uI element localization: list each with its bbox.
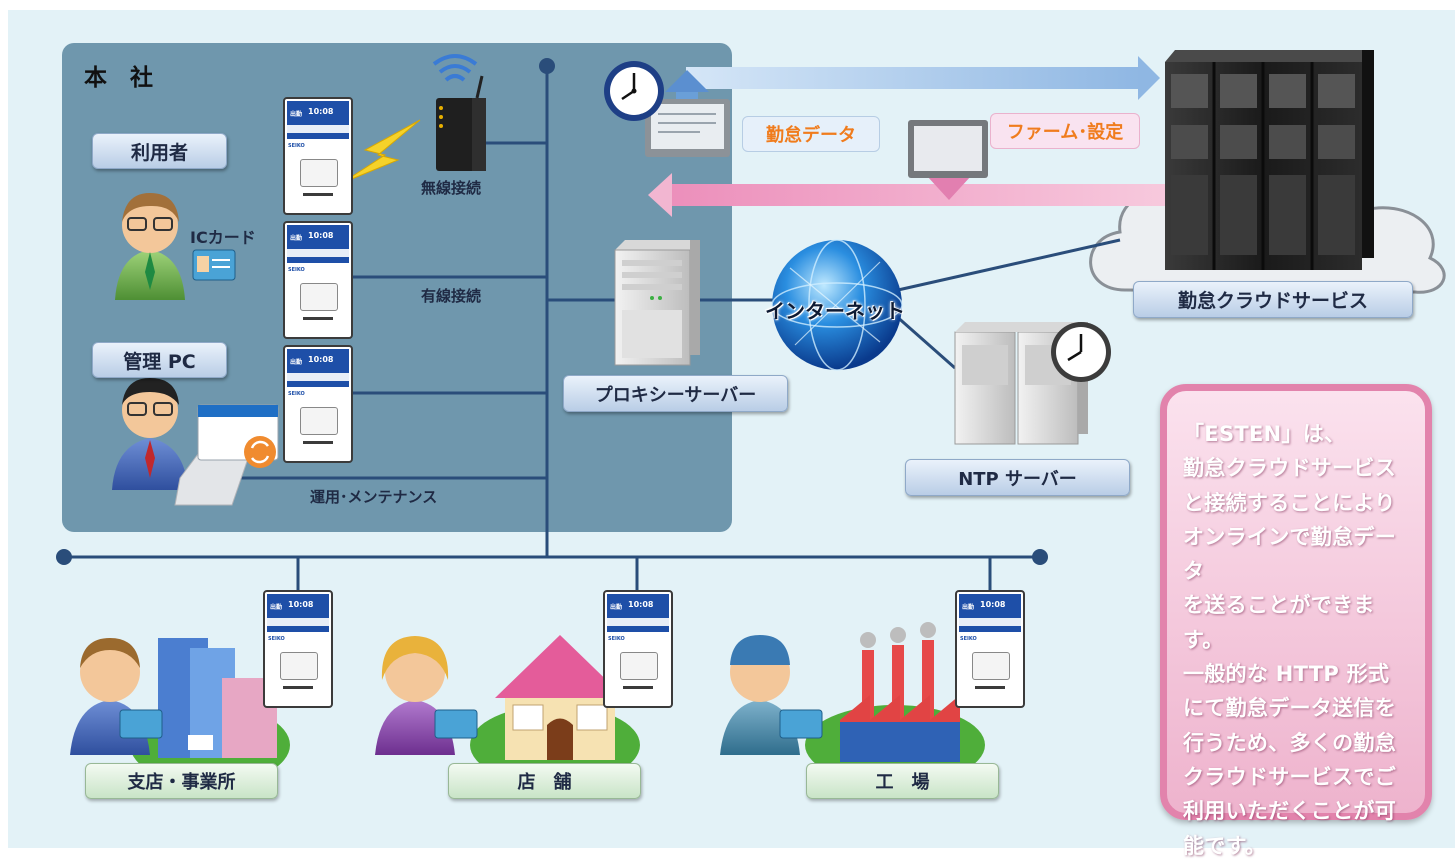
info-line: 一般的な HTTP 形式 xyxy=(1183,662,1390,687)
terminal-time: 10:08 xyxy=(980,600,1006,609)
info-line: 行うため、多くの勤怠 xyxy=(1183,730,1396,755)
info-line: を送ることができます。 xyxy=(1183,593,1375,652)
terminal-base xyxy=(283,686,313,689)
globe-icon xyxy=(771,239,903,371)
ic-card-icon xyxy=(192,249,236,281)
network-node-right xyxy=(1032,549,1048,565)
firmware-document xyxy=(908,120,988,178)
maintenance-label: 運用･メンテナンス xyxy=(310,488,438,506)
info-line: 利用いただくことが可 xyxy=(1183,799,1396,824)
clock-icon xyxy=(604,61,664,121)
cloud-service-label: 勤怠クラウドサービス xyxy=(1133,281,1413,318)
terminal-brand: SEIKO xyxy=(960,636,977,642)
proxy-server-label: プロキシーサーバー xyxy=(563,375,788,412)
info-line: 能です。 xyxy=(1183,833,1267,858)
terminal-brand: SEIKO xyxy=(608,636,625,642)
ic-card-label: ICカード xyxy=(190,228,256,247)
factory-label: 工 場 xyxy=(806,763,999,799)
terminal-base xyxy=(303,193,333,196)
terminal-status: 出勤 xyxy=(270,604,283,611)
terminal-status: 出勤 xyxy=(610,604,623,611)
branch-person-icon xyxy=(70,638,163,755)
users-label: 利用者 xyxy=(92,133,227,169)
terminal-reader xyxy=(972,652,1010,680)
wireless-label: 無線接続 xyxy=(421,179,482,197)
terminal-buttons xyxy=(287,249,349,257)
ntp-server-label: NTP サーバー xyxy=(905,459,1130,496)
info-line: と接続することにより xyxy=(1183,490,1396,515)
sync-icon xyxy=(244,436,276,468)
terminal-buttons xyxy=(287,125,349,133)
terminal-reader xyxy=(300,407,338,435)
info-line: クラウドサービスでご xyxy=(1183,764,1396,789)
server-rack-icon xyxy=(1165,50,1374,270)
proxy-server-icon xyxy=(614,240,700,366)
terminal-status: 出勤 xyxy=(290,111,303,118)
attendance-data-label: 勤怠データ xyxy=(742,116,880,152)
terminal-base xyxy=(975,686,1005,689)
admin-pc-label: 管理 PC xyxy=(92,342,227,378)
info-line: オンラインで勤怠データ xyxy=(1183,524,1396,584)
info-box: 「ESTEN」は、 勤怠クラウドサービス と接続することにより オンラインで勤怠… xyxy=(1160,384,1432,858)
store-label: 店 舗 xyxy=(448,763,641,799)
headquarters-title: 本 社 xyxy=(84,65,153,91)
user-person-icon xyxy=(115,193,185,300)
terminal-buttons xyxy=(607,618,669,626)
terminal-status: 出勤 xyxy=(962,604,975,611)
terminal-time: 10:08 xyxy=(288,600,314,609)
terminal-brand: SEIKO xyxy=(288,267,305,273)
terminal-reader xyxy=(280,652,318,680)
admin-monitor-icon xyxy=(174,404,279,506)
terminal-buttons xyxy=(959,618,1021,626)
attendance-document xyxy=(645,99,730,157)
terminal-time: 10:08 xyxy=(308,355,334,364)
firmware-settings-label: ファーム･設定 xyxy=(990,113,1140,149)
terminal-time: 10:08 xyxy=(628,600,654,609)
terminal-base xyxy=(623,686,653,689)
admin-person-icon xyxy=(112,378,188,490)
terminal-brand: SEIKO xyxy=(288,143,305,149)
branch-office-label: 支店・事業所 xyxy=(85,763,278,799)
wired-label: 有線接続 xyxy=(421,287,482,305)
terminal-status: 出勤 xyxy=(290,359,303,366)
network-node-left xyxy=(56,549,72,565)
store-person-icon xyxy=(375,636,478,755)
terminal-buttons xyxy=(267,618,329,626)
terminal-time: 10:08 xyxy=(308,107,334,116)
terminal-buttons xyxy=(287,373,349,381)
network-lines xyxy=(64,66,1121,590)
terminal-reader xyxy=(300,159,338,187)
terminal-reader xyxy=(620,652,658,680)
info-line: にて勤怠データ送信を xyxy=(1183,696,1396,721)
terminal-base xyxy=(303,441,333,444)
internet-label: インターネット xyxy=(765,299,905,323)
ntp-clock-icon xyxy=(1051,322,1111,382)
terminal-base xyxy=(303,317,333,320)
info-line: 勤怠クラウドサービス xyxy=(1183,456,1396,481)
terminal-time: 10:08 xyxy=(308,231,334,240)
network-node-top xyxy=(539,58,555,74)
factory-person-icon xyxy=(720,635,823,755)
terminal-brand: SEIKO xyxy=(288,391,305,397)
terminal-reader xyxy=(300,283,338,311)
info-line: 「ESTEN」は、 xyxy=(1183,422,1346,446)
terminal-brand: SEIKO xyxy=(268,636,285,642)
terminal-status: 出勤 xyxy=(290,235,303,242)
wifi-router-icon xyxy=(432,54,486,171)
store-house-icon xyxy=(470,635,640,785)
info-text: 「ESTEN」は、 勤怠クラウドサービス と接続することにより オンラインで勤怠… xyxy=(1183,417,1415,863)
